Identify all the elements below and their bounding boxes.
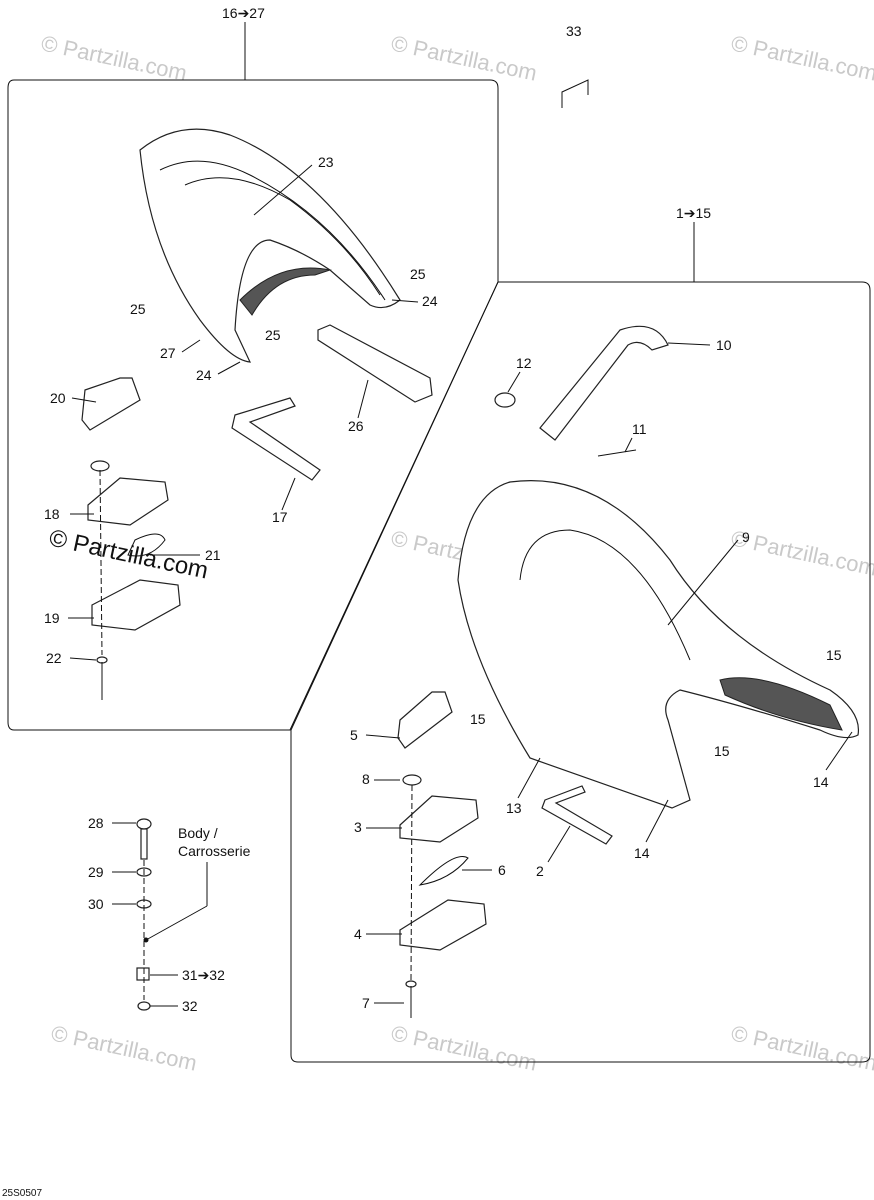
label-28: 28 <box>88 815 104 831</box>
left-group-frame <box>7 79 499 731</box>
label-3: 3 <box>354 819 362 835</box>
label-22: 22 <box>46 650 62 666</box>
label-30: 30 <box>88 896 104 912</box>
part-32-nut <box>137 1001 151 1011</box>
label-12: 12 <box>516 355 532 371</box>
label-10: 10 <box>716 337 732 353</box>
body-mount-point <box>143 937 149 943</box>
label-15a: 15 <box>826 647 842 663</box>
part-31-nut <box>136 967 150 981</box>
left-group-range-label: 16➔27 <box>222 5 265 21</box>
label-25b: 25 <box>130 301 146 317</box>
part-4-base-block <box>399 899 487 951</box>
label-9: 9 <box>742 529 750 545</box>
watermark-8: © Partzilla.com <box>729 1020 874 1075</box>
label-15b: 15 <box>470 711 486 727</box>
right-group-range-label: 1➔15 <box>676 205 711 221</box>
label-26: 26 <box>348 418 364 434</box>
body-label-line1: Body / <box>178 825 218 841</box>
part-33-kit-icon <box>561 79 589 108</box>
label-25c: 25 <box>265 327 281 343</box>
label-11: 11 <box>632 421 647 437</box>
part-20-latch <box>81 377 141 431</box>
watermark-2: © Partzilla.com <box>389 30 539 85</box>
part-11-screw <box>597 449 637 457</box>
part-23-backrest <box>139 128 401 363</box>
part-17-hex-key <box>231 397 321 481</box>
watermark-6: © Partzilla.com <box>49 1020 199 1075</box>
watermark-7: © Partzilla.com <box>389 1020 539 1075</box>
part-8-washer <box>402 774 422 786</box>
part-26-strap <box>317 324 433 403</box>
label-19: 19 <box>44 610 60 626</box>
watermark-1: © Partzilla.com <box>39 30 189 85</box>
label-14a: 14 <box>813 774 829 790</box>
label-20: 20 <box>50 390 66 406</box>
part-28-bolt <box>136 818 152 860</box>
label-23: 23 <box>318 154 334 170</box>
label-33: 33 <box>566 23 582 39</box>
label-4: 4 <box>354 926 362 942</box>
label-25a: 25 <box>410 266 426 282</box>
part-2-hex-key <box>541 785 613 845</box>
part-12-grommet <box>494 392 516 408</box>
part-21-cable <box>127 533 166 557</box>
label-6: 6 <box>498 862 506 878</box>
label-32: 32 <box>182 998 198 1014</box>
part-22-rivet <box>96 656 108 700</box>
label-24a: 24 <box>422 293 438 309</box>
label-18: 18 <box>44 506 60 522</box>
label-21: 21 <box>205 547 221 563</box>
label-15c: 15 <box>714 743 730 759</box>
part-19-base-block <box>91 579 181 631</box>
part-washer <box>90 460 110 472</box>
label-24b: 24 <box>196 367 212 383</box>
part-18-base-plate <box>87 477 169 526</box>
part-5-latch <box>397 691 453 749</box>
label-7: 7 <box>362 995 370 1011</box>
label-13: 13 <box>506 800 522 816</box>
label-14b: 14 <box>634 845 650 861</box>
watermark-3: © Partzilla.com <box>729 30 874 85</box>
part-3-base-plate <box>399 795 479 843</box>
body-label-line2: Carrosserie <box>178 843 251 859</box>
watermark-5: © Partzilla.com <box>729 525 874 580</box>
part-7-rivet <box>405 980 417 1018</box>
label-2: 2 <box>536 863 544 879</box>
label-17: 17 <box>272 509 288 525</box>
label-8: 8 <box>362 771 370 787</box>
part-10-handle <box>539 325 669 441</box>
part-6-cable <box>418 856 469 886</box>
part-9-seat <box>457 480 860 809</box>
label-29: 29 <box>88 864 104 880</box>
right-group-frame <box>290 281 871 1063</box>
label-5: 5 <box>350 727 358 743</box>
drawing-code: 25S0507 <box>2 1188 42 1199</box>
label-31: 31➔32 <box>182 967 225 983</box>
label-27: 27 <box>160 345 176 361</box>
